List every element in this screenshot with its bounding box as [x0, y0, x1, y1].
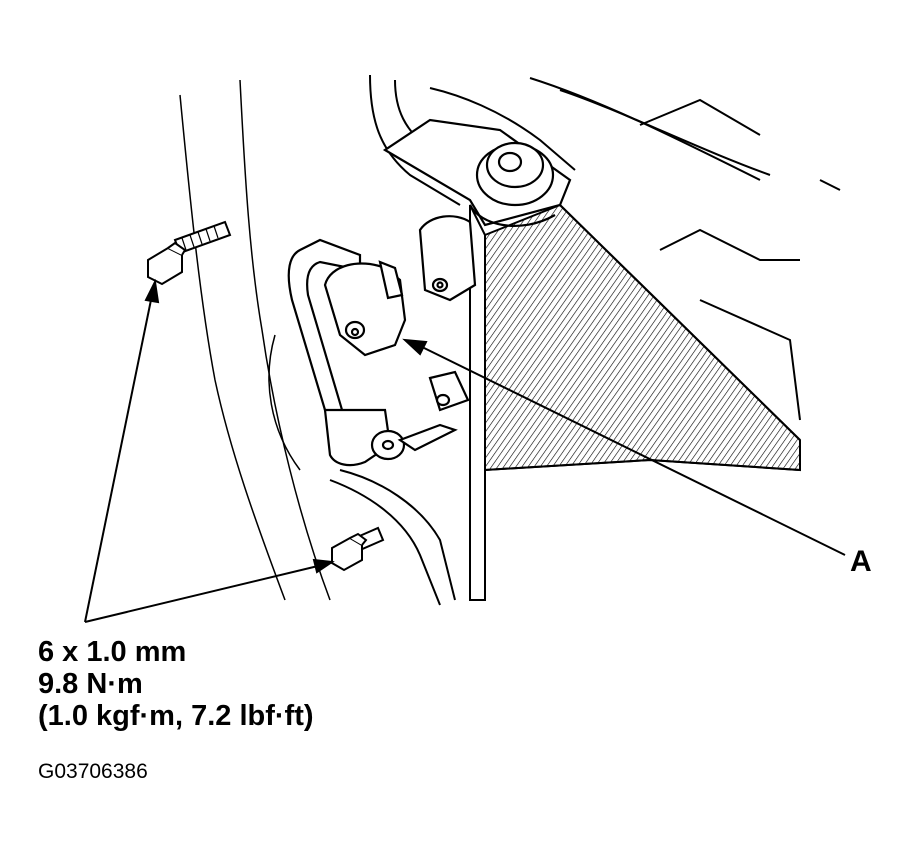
refrigerant-line [287, 238, 470, 467]
lower-bolt-icon [331, 526, 385, 572]
callout-label-a: A [850, 545, 872, 578]
condenser-inlet-block [418, 215, 477, 302]
leader-lines [84, 278, 846, 623]
figure-id: G03706386 [38, 760, 148, 783]
torque-alt-label: (1.0 kgf·m, 7.2 lbf·ft) [38, 700, 314, 732]
condenser-core [469, 203, 801, 601]
body-panel-lines [179, 79, 331, 601]
bolt-size-label: 6 x 1.0 mm [38, 636, 187, 668]
radiator-frame [369, 74, 841, 421]
torque-nm-label: 9.8 N·m [38, 668, 143, 700]
lower-frame-rail [329, 469, 456, 606]
fitting-a [323, 260, 407, 357]
upper-mount-bracket [382, 118, 572, 227]
upper-bolt-icon [147, 220, 232, 286]
